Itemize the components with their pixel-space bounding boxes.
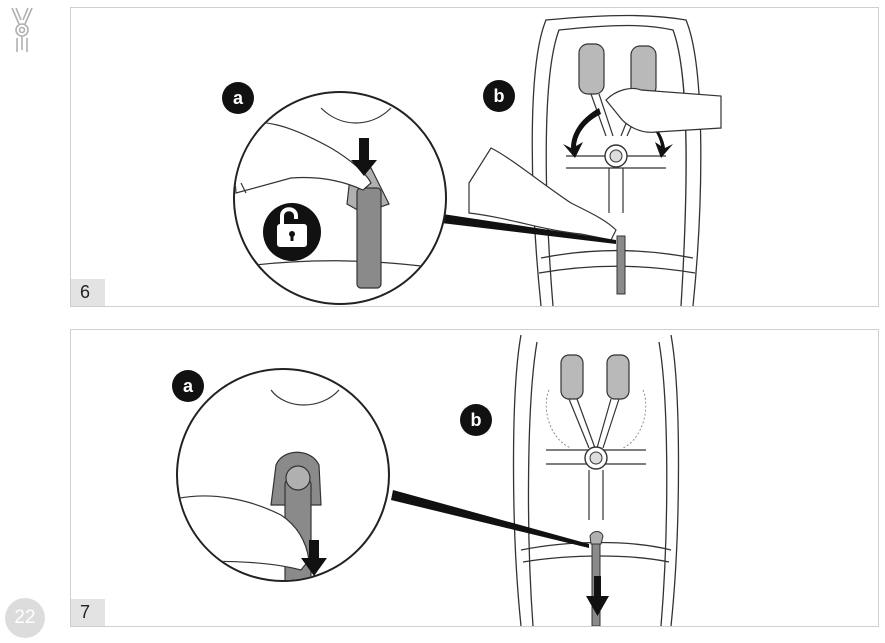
callout-b: b — [483, 80, 515, 112]
crotch-strap — [616, 235, 626, 295]
svg-text:b: b — [494, 86, 505, 106]
shoulder-pads — [578, 43, 657, 97]
zoom-connector — [391, 490, 589, 548]
callout-b: b — [460, 404, 492, 436]
page-number-badge: 22 — [5, 598, 45, 638]
unlocked-padlock-icon — [263, 203, 321, 261]
callout-a: a — [172, 370, 204, 402]
curved-arrow-right-icon — [633, 108, 673, 158]
harness-dotted-outline — [545, 389, 647, 449]
step-number: 6 — [71, 279, 105, 306]
curved-arrow-left-icon — [563, 108, 601, 158]
step-number: 7 — [71, 599, 105, 626]
step-7-illustration: a b — [172, 334, 680, 626]
svg-text:b: b — [471, 410, 482, 430]
callout-a: a — [222, 82, 254, 114]
step-6-panel: a b 6 — [70, 7, 879, 307]
down-arrow-icon — [351, 138, 377, 176]
step-7-panel: a b 7 — [70, 329, 879, 627]
svg-text:a: a — [233, 88, 244, 108]
stroller-seat — [531, 14, 702, 306]
shoulder-pads — [560, 354, 630, 400]
stroller-harness-icon — [11, 7, 33, 52]
down-arrow-icon — [586, 576, 609, 616]
zoom-circle-a — [233, 91, 447, 305]
zoom-circle-a — [176, 368, 390, 582]
zoom-connector — [433, 213, 616, 244]
svg-text:a: a — [183, 376, 194, 396]
down-arrow-icon — [301, 540, 327, 576]
hand-top — [605, 87, 722, 133]
hand-bottom — [468, 147, 617, 241]
step-6-illustration: a b — [222, 14, 722, 306]
